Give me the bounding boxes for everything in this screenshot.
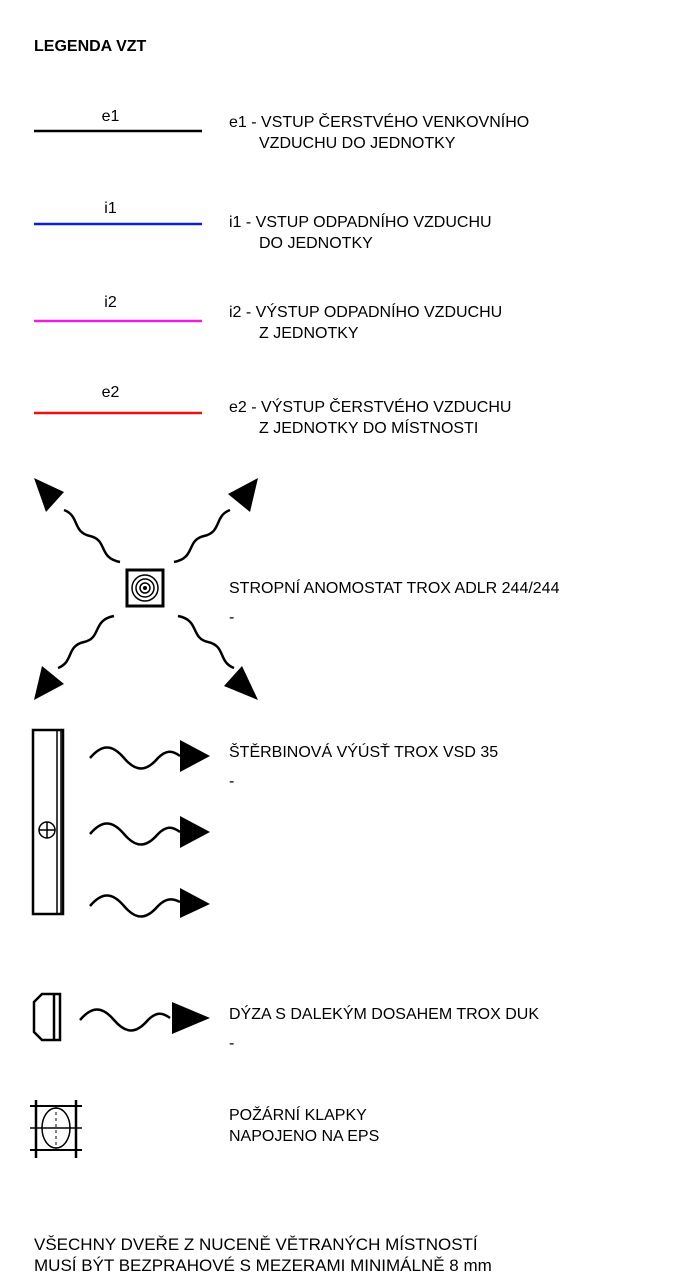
line-code-i2: i2 <box>104 294 117 311</box>
nozzle-desc: DÝZA S DALEKÝM DOSAHEM TROX DUK - <box>229 1006 539 1052</box>
line-desc-e2: e2 - VÝSTUP ČERSTVÉHO VZDUCHU Z JEDNOTKY… <box>229 399 512 437</box>
slot-diffuser-icon <box>31 728 210 918</box>
line-desc-i1: i1 - VSTUP ODPADNÍHO VZDUCHU DO JEDNOTKY <box>229 214 492 252</box>
fire-damper-icon <box>30 1100 82 1158</box>
line-sample-i1 <box>34 222 202 226</box>
line-code-e1: e1 <box>101 108 120 125</box>
line-desc-i2: i2 - VÝSTUP ODPADNÍHO VZDUCHU Z JEDNOTKY <box>229 304 503 342</box>
ceiling-diffuser-icon <box>34 478 258 700</box>
fire-damper-desc: POŽÁRNÍ KLAPKY NAPOJENO NA EPS <box>229 1107 380 1145</box>
note-text: VŠECHNY DVEŘE Z NUCENĚ VĚTRANÝCH MÍSTNOS… <box>34 1235 492 1275</box>
slot-diffuser-desc: ŠTĚRBINOVÁ VÝÚSŤ TROX VSD 35 - <box>229 744 499 790</box>
line-desc-e1: e1 - VSTUP ČERSTVÉHO VENKOVNÍHO VZDUCHU … <box>229 114 530 152</box>
long-throw-nozzle-icon <box>32 992 210 1042</box>
legend-title: LEGENDA VZT <box>34 38 147 55</box>
line-sample-e1 <box>34 129 202 133</box>
line-sample-e2 <box>34 411 202 415</box>
line-code-i1: i1 <box>104 200 117 217</box>
ceiling-diffuser-desc: STROPNÍ ANOMOSTAT TROX ADLR 244/244 - <box>229 580 560 626</box>
line-code-e2: e2 <box>101 384 120 401</box>
line-sample-i2 <box>34 319 202 323</box>
